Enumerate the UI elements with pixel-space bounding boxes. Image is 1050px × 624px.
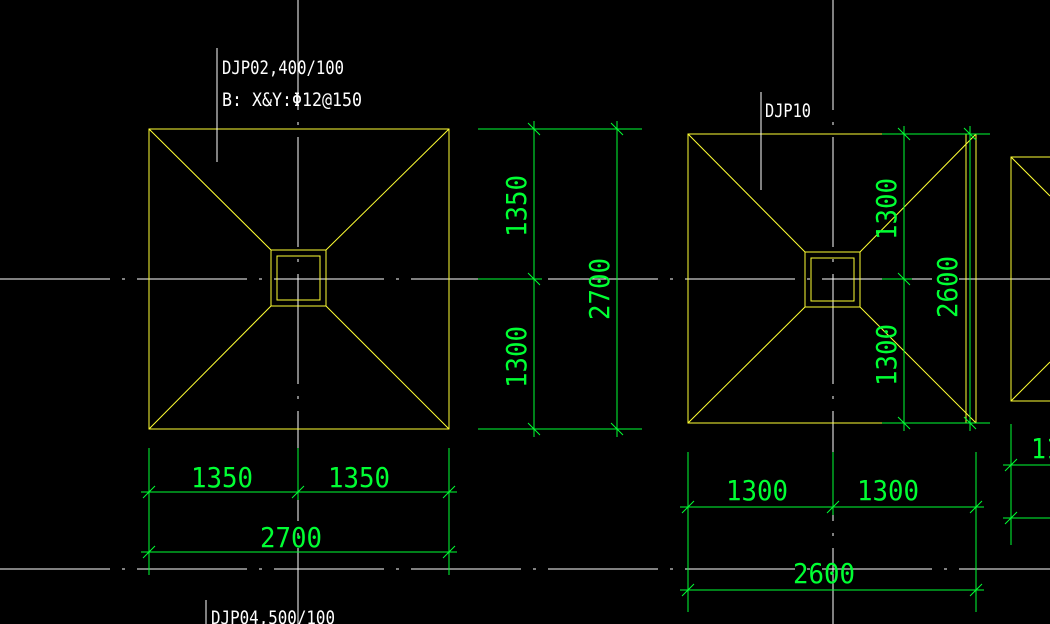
dim-tick [969, 583, 983, 597]
footing-1-dim-total-height: 2700 [583, 258, 616, 320]
footing-3-dim-partial: 11 [1031, 432, 1050, 465]
footing-1-label-line2: B: X&Y:Φ12@150 [222, 89, 362, 111]
footing-2-slope-line [859, 133, 977, 253]
footing-2-dim-left-half: 1300 [726, 474, 788, 507]
dim-tick [963, 127, 977, 141]
footing-1-slope-line [325, 305, 450, 430]
footing-1-slope-line [325, 128, 450, 251]
footing-2-dim-total-width: 2600 [793, 557, 855, 590]
dim-tick [897, 416, 911, 430]
dim-tick [442, 545, 456, 559]
dim-tick [610, 422, 624, 436]
footing-1-label-line1: DJP02,400/100 [222, 57, 344, 79]
dim-tick [291, 485, 305, 499]
footing-3-slope-line [1010, 156, 1050, 197]
footing-2[interactable]: DJP10 1300 1300 2600 [680, 92, 990, 612]
dim-tick [897, 127, 911, 141]
footing-4-label: DJP04,500/100 [211, 607, 335, 624]
footing-3-partial[interactable]: 11 [1003, 156, 1050, 545]
dim-tick [1004, 458, 1018, 472]
footing-4-partial[interactable]: DJP04,500/100 [205, 600, 335, 624]
footing-1-slope-line [148, 305, 272, 430]
footing-1[interactable]: DJP02,400/100 B: X&Y:Φ12@150 1350 1350 2… [141, 48, 642, 575]
footing-3-slope-line [1010, 361, 1050, 402]
footing-2-column-inner [810, 257, 855, 302]
dim-tick [442, 485, 456, 499]
dim-tick [969, 500, 983, 514]
footing-1-slope-line [148, 128, 272, 251]
dim-tick [897, 272, 911, 286]
footing-2-outline [687, 133, 977, 424]
footing-1-dim-bottom-half: 1300 [500, 326, 533, 388]
footing-1-column-inner [276, 255, 321, 301]
footing-2-slope-line [859, 306, 977, 424]
footing-1-dim-left-half: 1350 [191, 461, 253, 494]
dim-tick [527, 422, 541, 436]
footing-2-slope-line [687, 306, 806, 424]
footing-2-label: DJP10 [765, 100, 811, 122]
dim-tick [681, 500, 695, 514]
footing-2-dim-total-height: 2600 [931, 256, 964, 318]
footing-1-dim-total-width: 2700 [260, 521, 322, 554]
dim-tick [681, 583, 695, 597]
footing-1-dim-right-half: 1350 [328, 461, 390, 494]
dim-tick [963, 416, 977, 430]
dim-tick [527, 122, 541, 136]
footing-2-dim-bottom-half: 1300 [870, 324, 903, 386]
footing-2-column-outer [804, 251, 861, 308]
dim-tick [142, 545, 156, 559]
footing-1-column-outer [270, 249, 327, 307]
footing-2-slope-line [687, 133, 806, 253]
dim-tick [142, 485, 156, 499]
dim-tick [826, 500, 840, 514]
dim-tick [1004, 511, 1018, 525]
footing-3-outline [1010, 156, 1050, 402]
dim-tick [610, 122, 624, 136]
footing-2-dim-top-half: 1300 [870, 178, 903, 240]
dim-tick [527, 272, 541, 286]
footing-1-outline [148, 128, 450, 430]
footing-1-dim-top-half: 1350 [500, 175, 533, 237]
footing-2-dim-right-half: 1300 [857, 474, 919, 507]
